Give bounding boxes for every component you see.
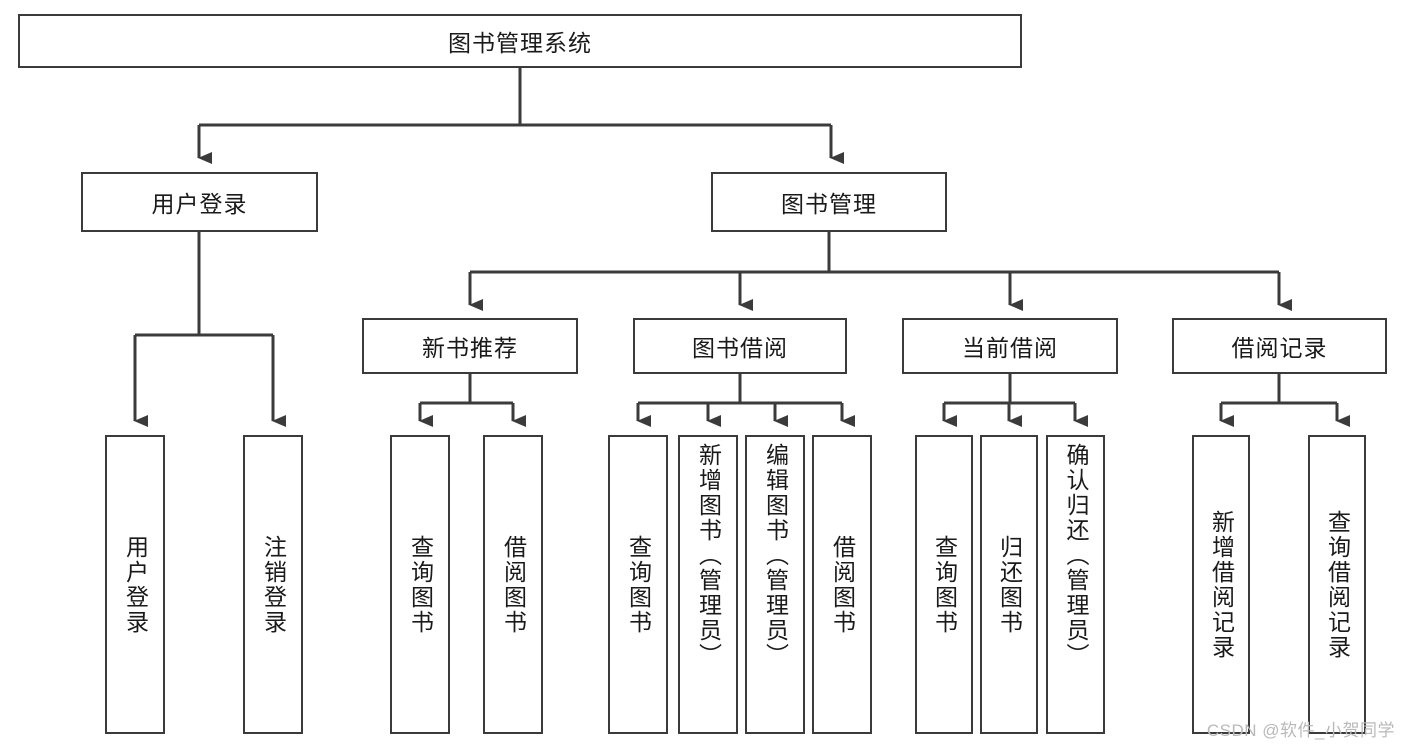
node-book-borrow[interactable]: 图书借阅 — [633, 318, 847, 374]
node-leaf-add-book[interactable]: 新增图书（管理员） — [678, 435, 738, 734]
node-book-manage[interactable]: 图书管理 — [711, 172, 947, 232]
node-book-manage-label: 图书管理 — [781, 191, 877, 217]
node-leaf-borrow-book-rec[interactable]: 借阅图书 — [483, 435, 543, 734]
node-user-login[interactable]: 用户登录 — [81, 172, 318, 232]
node-leaf-logout-label: 注销登录 — [260, 534, 287, 635]
node-leaf-confirm-return-label: 确认归还（管理员） — [1063, 443, 1089, 668]
node-user-login-label: 用户登录 — [151, 191, 248, 217]
node-leaf-add-record-label: 新增借阅记录 — [1208, 509, 1235, 660]
node-leaf-confirm-return[interactable]: 确认归还（管理员） — [1046, 435, 1105, 734]
node-root-label: 图书管理系统 — [448, 30, 592, 56]
node-leaf-edit-book[interactable]: 编辑图书（管理员） — [745, 435, 805, 734]
node-current-borrow[interactable]: 当前借阅 — [902, 318, 1118, 374]
node-leaf-borrow-book-label: 借阅图书 — [829, 534, 856, 635]
node-new-book-rec[interactable]: 新书推荐 — [362, 318, 578, 374]
node-leaf-logout[interactable]: 注销登录 — [243, 435, 303, 734]
node-leaf-query-book-cur-label: 查询图书 — [931, 534, 958, 635]
node-leaf-borrow-book-rec-label: 借阅图书 — [500, 534, 527, 635]
node-leaf-query-book-label: 查询图书 — [625, 534, 652, 635]
node-leaf-query-book[interactable]: 查询图书 — [608, 435, 668, 734]
node-leaf-return-book-label: 归还图书 — [996, 534, 1023, 635]
node-leaf-query-book-cur[interactable]: 查询图书 — [915, 435, 973, 734]
node-leaf-borrow-book[interactable]: 借阅图书 — [812, 435, 872, 734]
node-leaf-add-record[interactable]: 新增借阅记录 — [1192, 435, 1250, 734]
node-leaf-add-book-label: 新增图书（管理员） — [695, 443, 722, 668]
node-leaf-query-record[interactable]: 查询借阅记录 — [1308, 435, 1366, 734]
node-borrow-record[interactable]: 借阅记录 — [1172, 318, 1387, 374]
node-leaf-query-record-label: 查询借阅记录 — [1324, 509, 1351, 660]
node-leaf-edit-book-label: 编辑图书（管理员） — [762, 443, 789, 668]
node-book-borrow-label: 图书借阅 — [692, 335, 788, 361]
watermark-text: CSDN @软件_小贺同学 — [1206, 721, 1395, 740]
node-leaf-query-book-rec[interactable]: 查询图书 — [390, 435, 450, 734]
node-leaf-user-login-label: 用户登录 — [122, 534, 149, 635]
node-borrow-record-label: 借阅记录 — [1231, 335, 1328, 361]
node-root[interactable]: 图书管理系统 — [18, 14, 1022, 68]
node-leaf-return-book[interactable]: 归还图书 — [980, 435, 1038, 734]
node-leaf-query-book-rec-label: 查询图书 — [407, 534, 434, 635]
node-new-book-rec-label: 新书推荐 — [422, 335, 518, 361]
node-leaf-user-login[interactable]: 用户登录 — [105, 435, 165, 734]
node-current-borrow-label: 当前借阅 — [962, 335, 1058, 361]
